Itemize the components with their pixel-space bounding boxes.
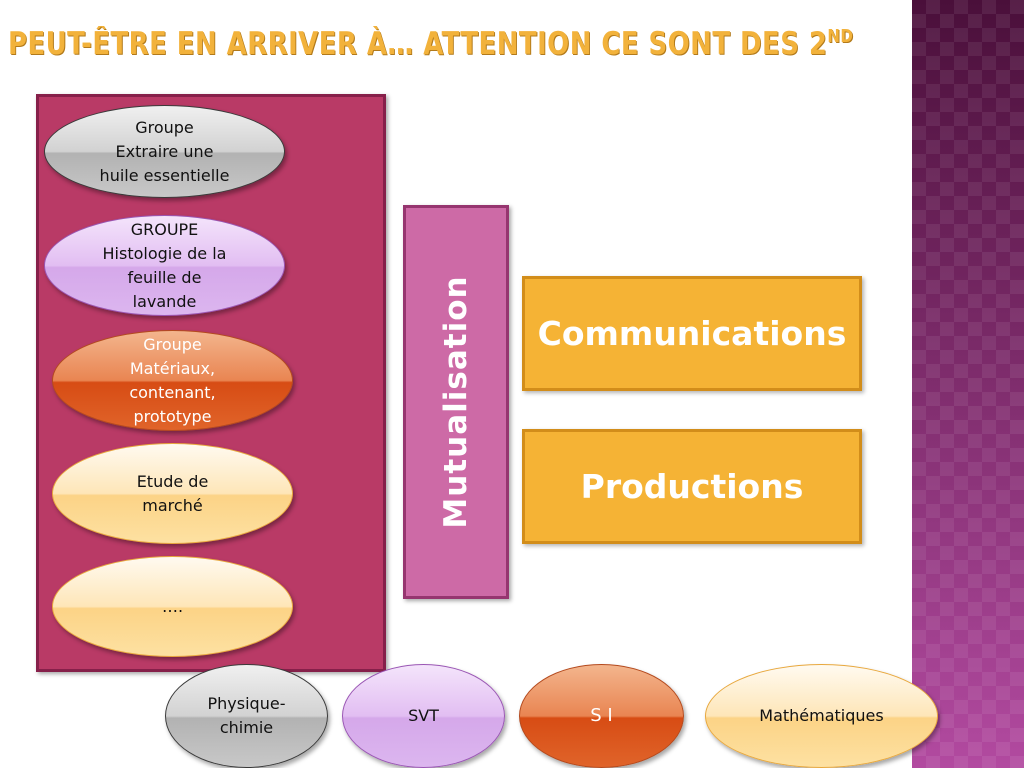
discipline-mathematics-label: Mathématiques — [759, 706, 884, 725]
group-extraction-oval: Groupe Extraire une huile essentielle — [44, 105, 285, 198]
slide-title-text: Peut-être en arriver à… Attention ce son… — [8, 26, 828, 62]
slide-title: Peut-être en arriver à… Attention ce son… — [8, 26, 853, 62]
group-market-study-oval: Etude de marché — [52, 443, 293, 544]
decorative-side-band — [912, 0, 1024, 768]
discipline-si-oval: S I — [519, 664, 684, 768]
communications-label: Communications — [537, 314, 847, 353]
discipline-svt-label: SVT — [408, 706, 439, 725]
discipline-mathematics-oval: Mathématiques — [705, 664, 938, 768]
group-materials-oval: Groupe Matériaux, contenant, prototype — [52, 330, 293, 431]
slide-title-superscript: nd — [827, 26, 854, 47]
discipline-si-label: S I — [590, 705, 613, 726]
group-materials-label: Groupe Matériaux, contenant, prototype — [129, 334, 216, 426]
group-extraction-label: Groupe Extraire une huile essentielle — [99, 117, 230, 185]
discipline-svt-oval: SVT — [342, 664, 505, 768]
productions-label: Productions — [580, 467, 804, 506]
communications-box: Communications — [522, 276, 862, 391]
group-histology-label: GROUPE Histologie de la feuille de lavan… — [102, 219, 227, 311]
group-more-oval: …. — [52, 556, 293, 657]
productions-box: Productions — [522, 429, 862, 544]
group-market-study-label: Etude de marché — [136, 471, 209, 515]
group-more-label: …. — [161, 596, 184, 616]
group-histology-oval: GROUPE Histologie de la feuille de lavan… — [44, 215, 285, 316]
mutualisation-label: Mutualisation — [438, 275, 474, 529]
discipline-physics-chemistry-label: Physique- chimie — [207, 694, 286, 737]
discipline-physics-chemistry-oval: Physique- chimie — [165, 664, 328, 768]
mutualisation-bar: Mutualisation — [403, 205, 509, 599]
